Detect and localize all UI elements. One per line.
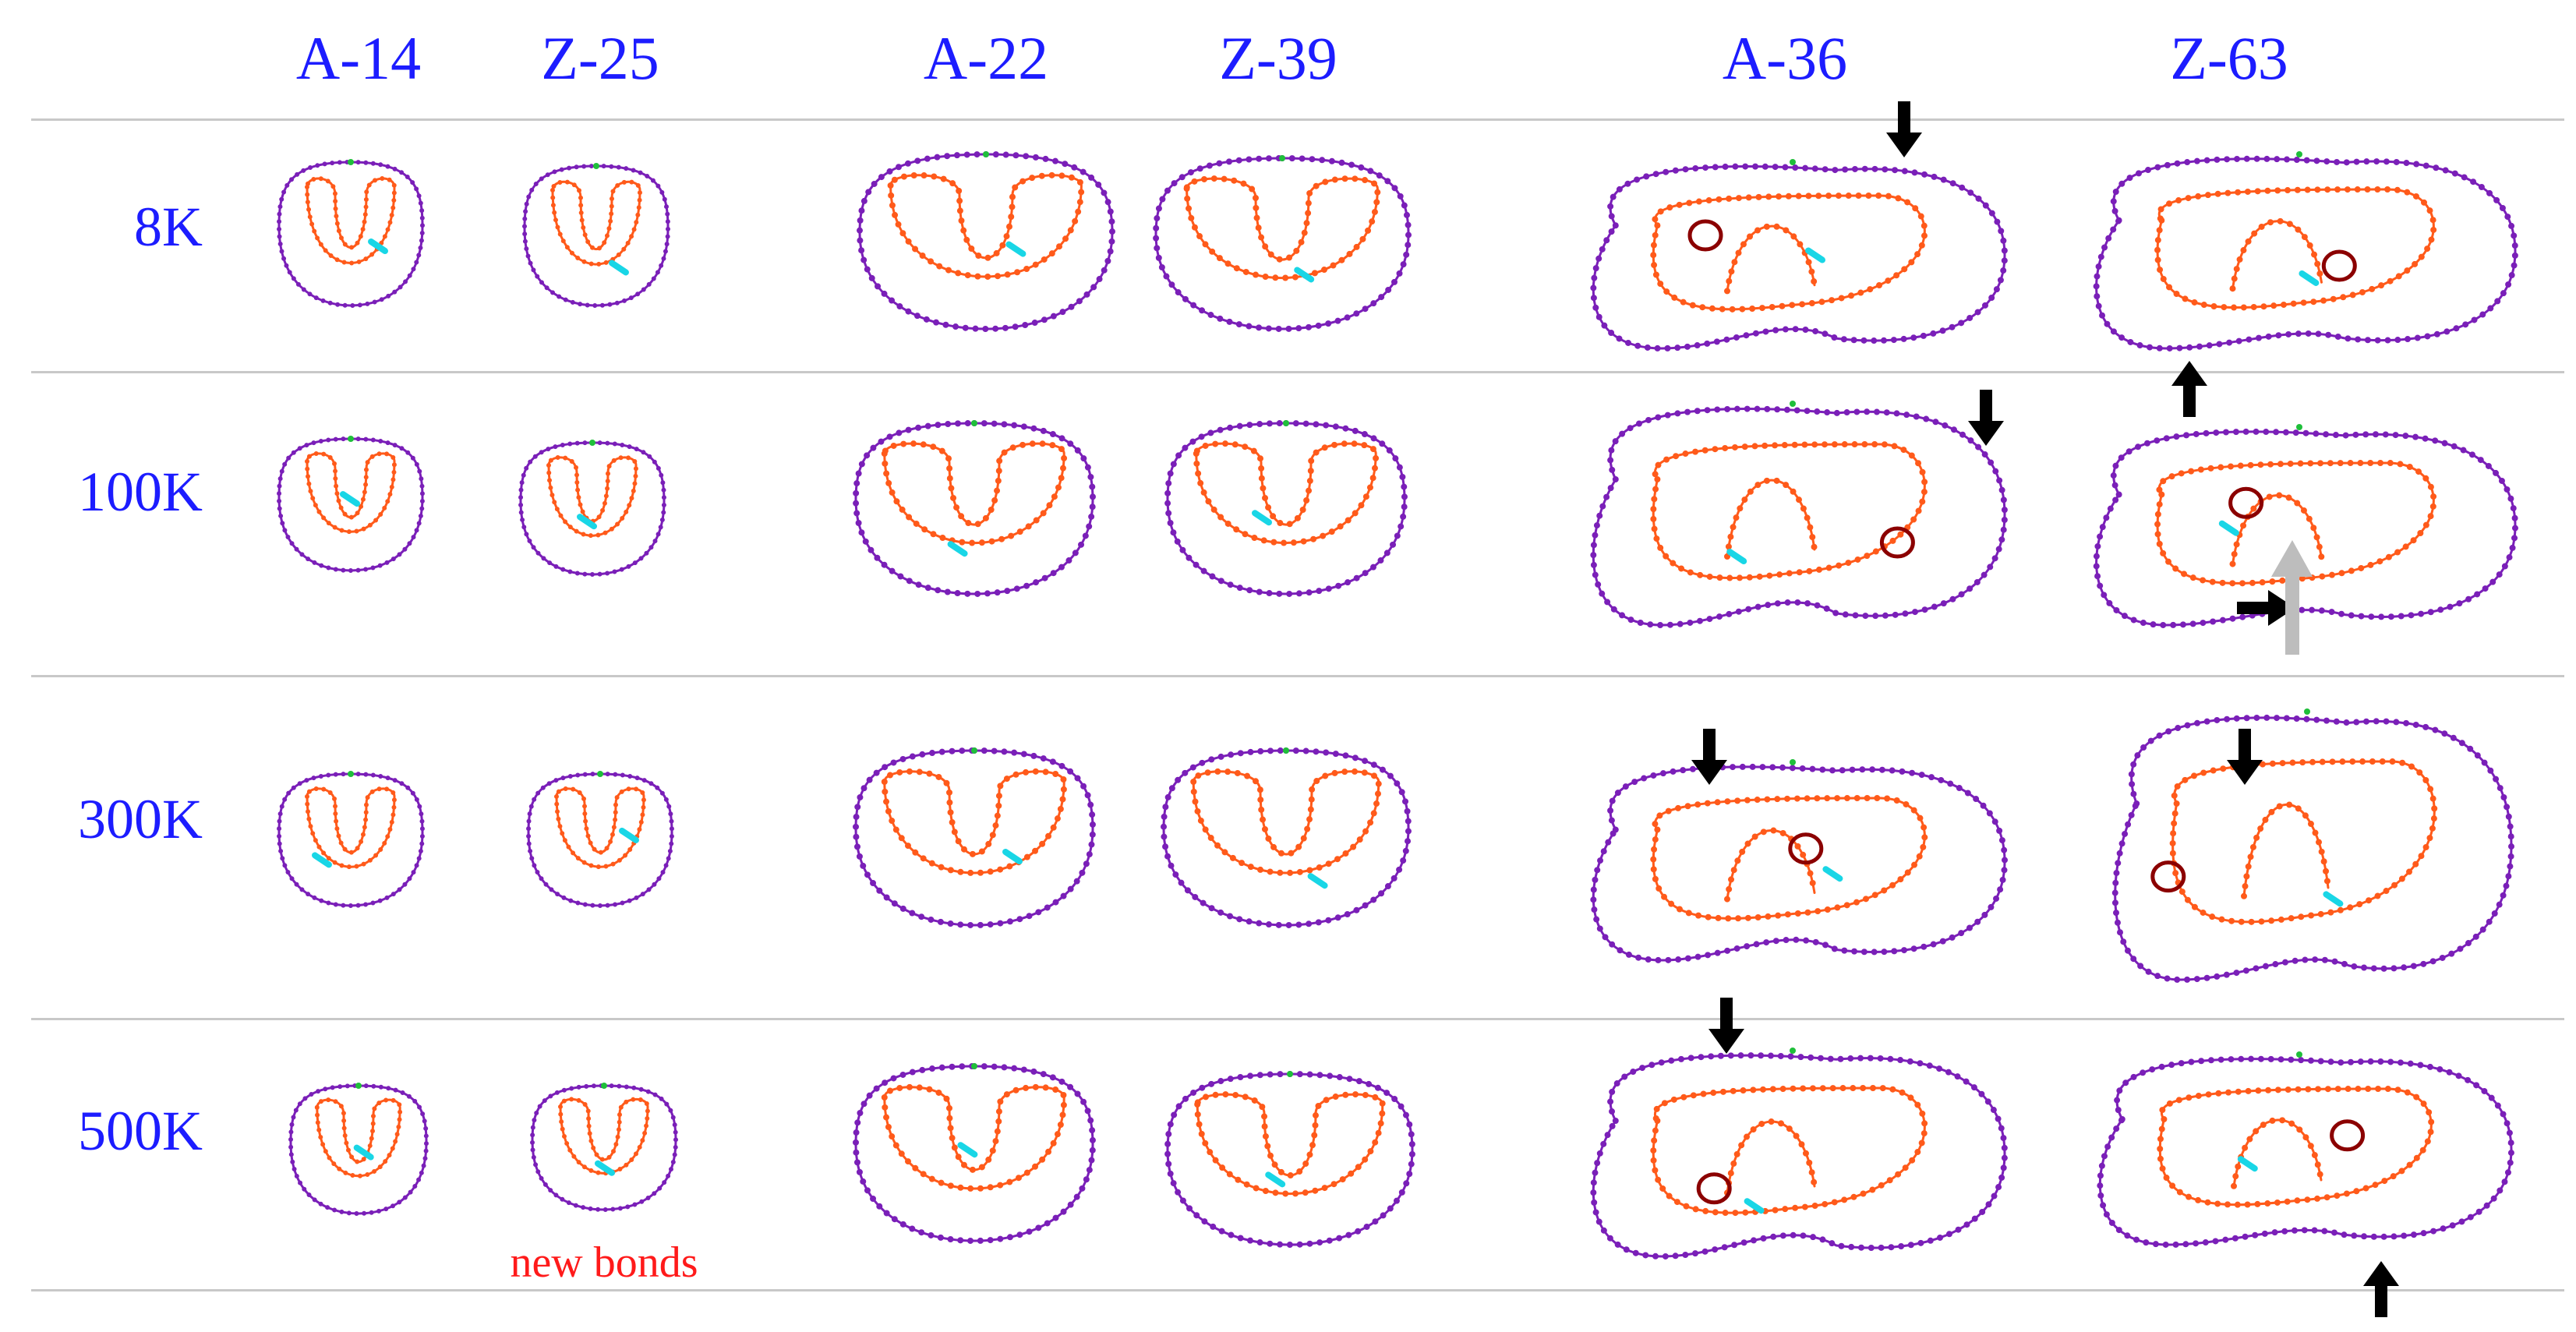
row-label-500k: 500K [78, 1100, 203, 1162]
column-header-z63: Z-63 [2170, 24, 2288, 92]
structure-a14-100k [276, 436, 426, 574]
structure-z25-8k [521, 163, 671, 309]
structure-a22-300k [852, 747, 1097, 929]
arrow-down-icon [1886, 101, 1922, 157]
structure-a22-100k [852, 419, 1097, 598]
column-header-z39: Z-39 [1219, 24, 1337, 92]
separator-2 [31, 675, 2564, 677]
separator-1 [31, 371, 2564, 373]
column-header-a14: A-14 [295, 24, 422, 92]
row-label-8k: 8K [134, 196, 203, 258]
structure-a14-300k [276, 771, 426, 909]
structure-z39-300k [1160, 747, 1412, 929]
structure-z25-500k [529, 1083, 679, 1213]
row-label-300k: 300K [78, 788, 203, 850]
structure-a36-500k [1590, 1048, 2009, 1260]
structure-z39-100k [1164, 419, 1408, 598]
structure-z39-8k [1152, 154, 1412, 333]
structure-z63-100k [2093, 424, 2519, 629]
structure-a22-500k [852, 1062, 1097, 1245]
structure-z25-100k [518, 440, 667, 578]
new-bonds-annotation: new bonds [510, 1238, 698, 1287]
separator-3 [31, 1018, 2564, 1020]
arrow-down-icon [1691, 729, 1727, 785]
structure-a14-500k [288, 1083, 429, 1217]
arrow-up-icon [2171, 361, 2207, 417]
arrow-down-icon [2227, 729, 2263, 785]
structure-z63-8k [2093, 151, 2519, 352]
structure-z25-300k [525, 771, 675, 909]
arrow-down-icon [1968, 390, 2004, 446]
structure-a22-8k [856, 150, 1116, 333]
arrow-up-icon [2363, 1261, 2399, 1317]
structure-z39-500k [1164, 1070, 1416, 1249]
structure-z63-500k [2097, 1051, 2515, 1249]
structure-a36-300k [1590, 759, 2009, 964]
arrow-right-icon [2237, 590, 2295, 626]
structure-a14-8k [276, 159, 426, 309]
column-header-z25: Z-25 [541, 24, 659, 92]
structure-a36-8k [1590, 159, 2009, 352]
separator-bottom [31, 1289, 2564, 1291]
arrow-up-gray-icon [2271, 540, 2313, 655]
structure-z63-300k [2111, 708, 2515, 984]
row-label-100k: 100K [78, 461, 203, 523]
separator-top [31, 118, 2564, 121]
column-header-a22: A-22 [923, 24, 1049, 92]
arrow-down-icon [1708, 998, 1744, 1054]
column-header-a36: A-36 [1722, 24, 1848, 92]
structure-a36-100k [1590, 401, 2009, 629]
